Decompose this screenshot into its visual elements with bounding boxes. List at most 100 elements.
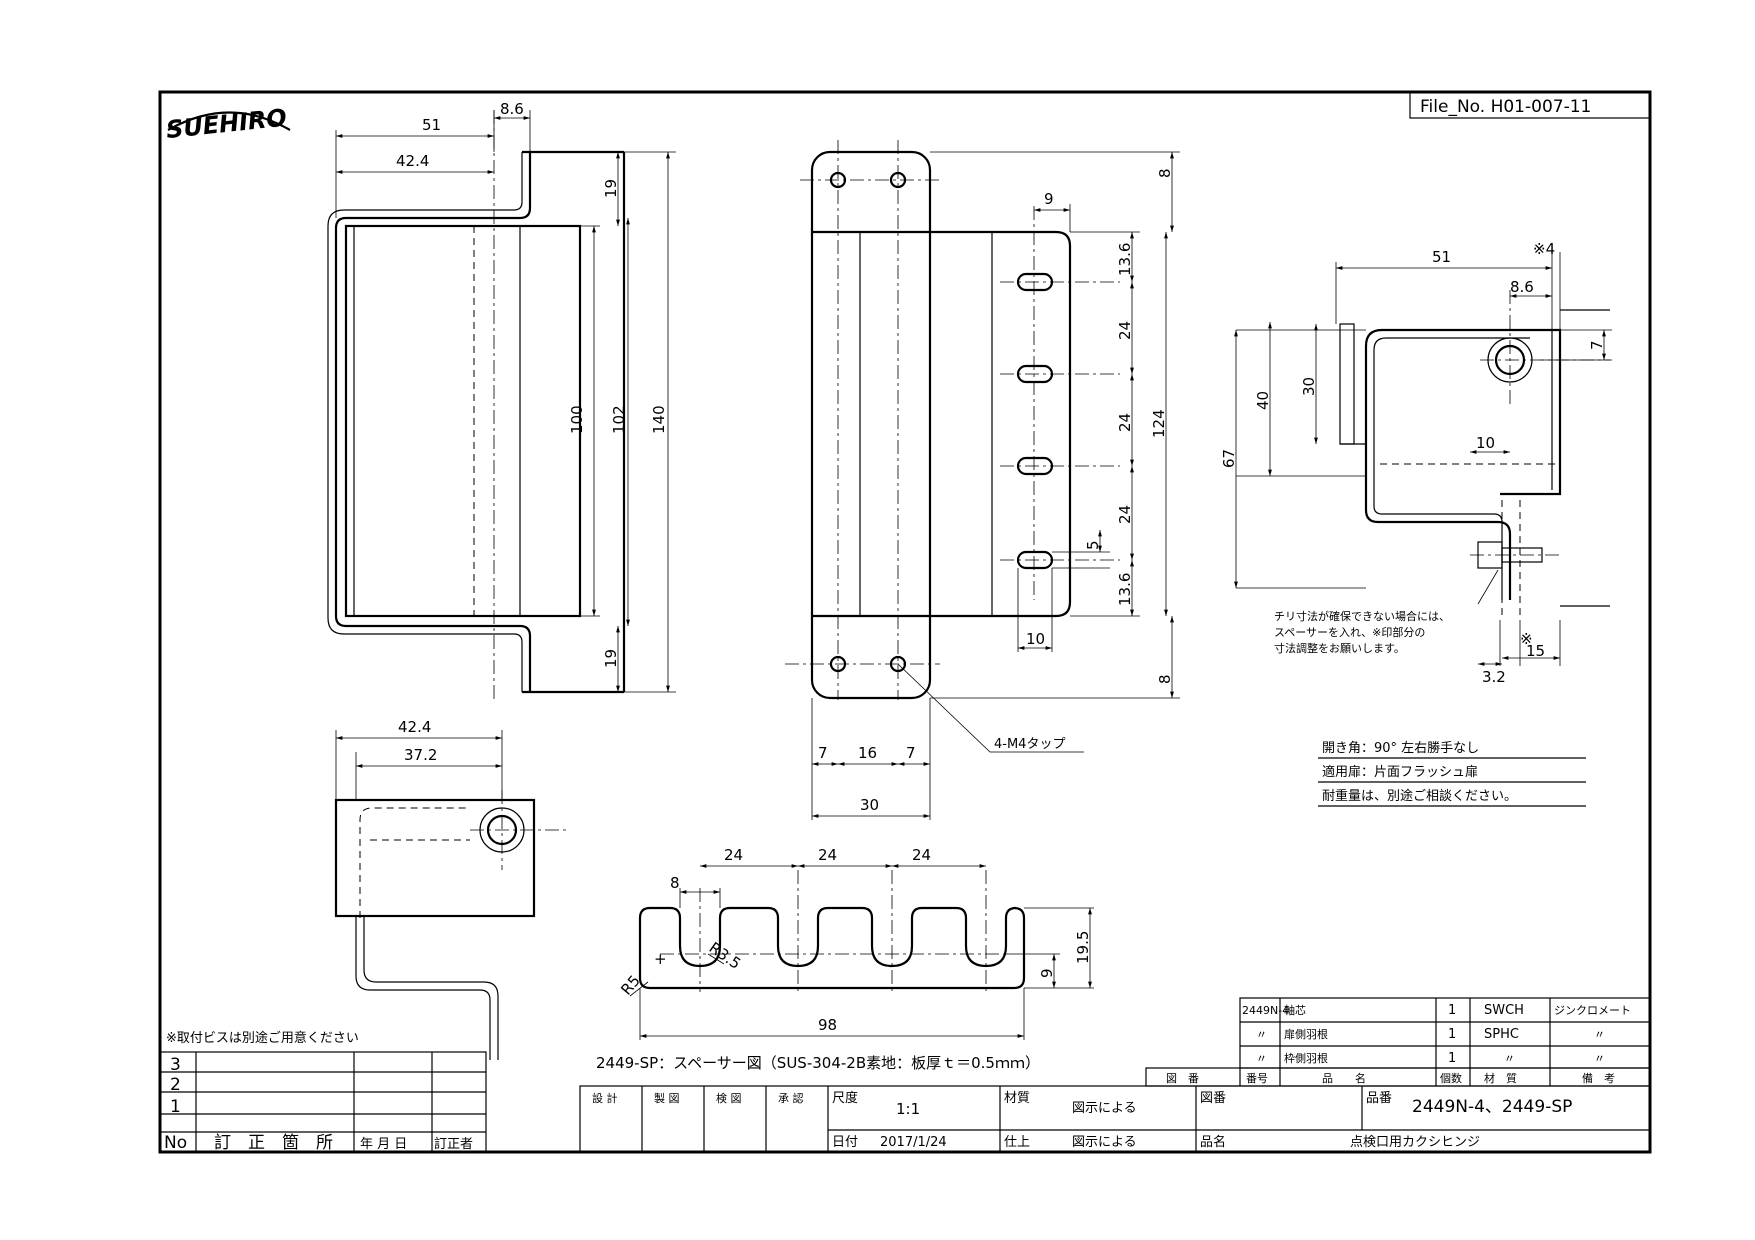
part-name-2: 扉側羽根 bbox=[1284, 1027, 1328, 1041]
dim-24-spacer-b: 24 bbox=[818, 846, 837, 864]
revision-2: 2 bbox=[170, 1075, 181, 1095]
dim-r3-5: R3.5 bbox=[706, 939, 744, 973]
spec-opening-angle: 開き角：90° 左右勝手なし bbox=[1322, 741, 1479, 756]
dim-13-6-bottom: 13.6 bbox=[1116, 573, 1134, 606]
right-view: 51 ※4 8.6 7 40 30 67 10 ※ 15 3.2 チリ寸法が確保… bbox=[1220, 240, 1612, 686]
dim-8-6: 8.6 bbox=[500, 100, 524, 118]
product-no-value: 2449N-4、2449-SP bbox=[1412, 1097, 1572, 1117]
date-label: 日付 bbox=[832, 1135, 858, 1150]
product-name-label: 品名 bbox=[1200, 1134, 1226, 1150]
revision-header-no: No bbox=[164, 1133, 187, 1153]
dim-24-spacer-a: 24 bbox=[724, 846, 743, 864]
dim-19-bottom: 19 bbox=[602, 649, 620, 668]
dim-19-top: 19 bbox=[602, 179, 620, 198]
parts-header-remark: 備 考 bbox=[1582, 1072, 1615, 1085]
dim-15: 15 bbox=[1526, 642, 1545, 660]
approval-approve: 承 認 bbox=[778, 1091, 804, 1105]
dim-9-spacer: 9 bbox=[1038, 968, 1056, 978]
scale-value: 1:1 bbox=[896, 1100, 920, 1118]
parts-header-material: 材 質 bbox=[1484, 1071, 1517, 1085]
revision-table: ※取付ビスは別途ご用意ください 3 2 1 No 訂 正 箇 所 年 月 日 訂… bbox=[159, 1030, 487, 1153]
dim-10-right: 10 bbox=[1476, 434, 1495, 452]
material-value: 図示による bbox=[1072, 1101, 1137, 1116]
product-no-label: 品番 bbox=[1366, 1091, 1392, 1106]
dim-13-6-top: 13.6 bbox=[1116, 243, 1134, 276]
dim-30-right: 30 bbox=[1300, 377, 1318, 396]
suehiro-logo: SUEHIRO bbox=[165, 104, 291, 145]
date-value: 2017/1/24 bbox=[880, 1135, 947, 1150]
dim-42-4-top: 42.4 bbox=[398, 718, 431, 736]
revision-header-location: 訂 正 箇 所 bbox=[214, 1133, 333, 1153]
dim-7-left: 7 bbox=[818, 744, 828, 762]
spec-load: 耐重量は、別途ご相談ください。 bbox=[1322, 788, 1517, 804]
part-code-2: 〃 bbox=[1256, 1028, 1267, 1041]
dim-7-right: 7 bbox=[906, 744, 916, 762]
center-cross: + bbox=[654, 950, 667, 968]
dim-8-top: 8 bbox=[1156, 168, 1174, 178]
spec-notes: 開き角：90° 左右勝手なし 適用扉：片面フラッシュ扉 耐重量は、別途ご相談くだ… bbox=[1318, 741, 1586, 807]
logo-text: SUEHIRO bbox=[165, 104, 288, 145]
dim-9: 9 bbox=[1044, 190, 1054, 208]
part-remark-3: 〃 bbox=[1594, 1052, 1605, 1065]
part-qty-3: 1 bbox=[1448, 1051, 1456, 1066]
dim-30: 30 bbox=[860, 796, 879, 814]
dim-24-a: 24 bbox=[1116, 321, 1134, 340]
dim-3-2: 3.2 bbox=[1482, 668, 1506, 686]
part-remark-2: 〃 bbox=[1594, 1028, 1605, 1041]
dim-star: ※ bbox=[1520, 630, 1533, 648]
chiri-note-3: 寸法調整をお願いします。 bbox=[1274, 641, 1405, 655]
dim-8-spacer: 8 bbox=[670, 874, 680, 892]
dim-124: 124 bbox=[1150, 409, 1168, 438]
dim-51-right: 51 bbox=[1432, 248, 1451, 266]
approval-draft: 製 図 bbox=[654, 1091, 680, 1105]
revision-header-corrector: 訂正者 bbox=[434, 1136, 473, 1152]
part-material-3: 〃 bbox=[1504, 1052, 1515, 1065]
drawing-no-label: 図番 bbox=[1200, 1091, 1226, 1106]
dim-102: 102 bbox=[610, 405, 628, 434]
part-qty-1: 1 bbox=[1448, 1003, 1456, 1018]
file-number: File_No. H01-007-11 bbox=[1420, 97, 1591, 117]
dim-24-c: 24 bbox=[1116, 505, 1134, 524]
dim-5: 5 bbox=[1084, 540, 1102, 550]
part-name-3: 枠側羽根 bbox=[1284, 1051, 1328, 1065]
dim-37-2: 37.2 bbox=[404, 746, 437, 764]
dim-100: 100 bbox=[568, 405, 586, 434]
revision-1: 1 bbox=[170, 1097, 181, 1117]
dim-24-spacer-c: 24 bbox=[912, 846, 931, 864]
part-name-1: 軸芯 bbox=[1284, 1003, 1306, 1017]
dim-98: 98 bbox=[818, 1016, 837, 1034]
part-qty-2: 1 bbox=[1448, 1027, 1456, 1042]
dim-42-4: 42.4 bbox=[396, 152, 429, 170]
screw-note: ※取付ビスは別途ご用意ください bbox=[166, 1030, 359, 1046]
dim-10: 10 bbox=[1026, 630, 1045, 648]
dim-40: 40 bbox=[1254, 391, 1272, 410]
parts-header-name: 品 名 bbox=[1322, 1071, 1366, 1085]
revision-header-date: 年 月 日 bbox=[360, 1137, 407, 1152]
part-remark-1: ジンクロメート bbox=[1554, 1004, 1631, 1017]
finish-value: 図示による bbox=[1072, 1135, 1137, 1150]
spec-door-type: 適用扉：片面フラッシュ扉 bbox=[1322, 764, 1478, 780]
dim-67: 67 bbox=[1220, 449, 1238, 468]
dim-8-6-right: 8.6 bbox=[1510, 278, 1534, 296]
part-code-3: 〃 bbox=[1256, 1052, 1267, 1065]
parts-header-drawing-no: 図 番 bbox=[1166, 1072, 1199, 1085]
title-block: 設 計 製 図 検 図 承 認 尺度 1:1 日付 2017/1/24 材質 図… bbox=[579, 1085, 1651, 1153]
scale-label: 尺度 bbox=[832, 1090, 858, 1106]
center-view: 8 9 13.6 24 24 24 124 5 13.6 10 8 7 16 7 bbox=[785, 140, 1180, 820]
tap-note: 4-M4タップ bbox=[994, 737, 1065, 752]
spacer-caption: 2449-SP：スペーサー図（SUS-304-2B素地：板厚ｔ＝0.5ｍｍ） bbox=[596, 1054, 1040, 1072]
dim-star-4: ※4 bbox=[1533, 240, 1555, 258]
parts-header-qty: 個数 bbox=[1440, 1072, 1462, 1085]
front-view: 51 8.6 42.4 19 100 102 140 19 bbox=[327, 100, 676, 700]
finish-label: 仕上 bbox=[1004, 1135, 1030, 1150]
dim-8-bottom: 8 bbox=[1156, 674, 1174, 684]
dim-16: 16 bbox=[858, 744, 877, 762]
approval-design: 設 計 bbox=[592, 1091, 618, 1105]
part-code-1: 2449N-4 bbox=[1242, 1004, 1289, 1017]
file-number-box: File_No. H01-007-11 bbox=[1409, 91, 1651, 119]
part-material-1: SWCH bbox=[1484, 1003, 1524, 1018]
product-name-value: 点検口用カクシヒンジ bbox=[1350, 1135, 1480, 1150]
dim-7-right-view: 7 bbox=[1588, 340, 1606, 350]
parts-header-number: 番号 bbox=[1246, 1072, 1268, 1085]
